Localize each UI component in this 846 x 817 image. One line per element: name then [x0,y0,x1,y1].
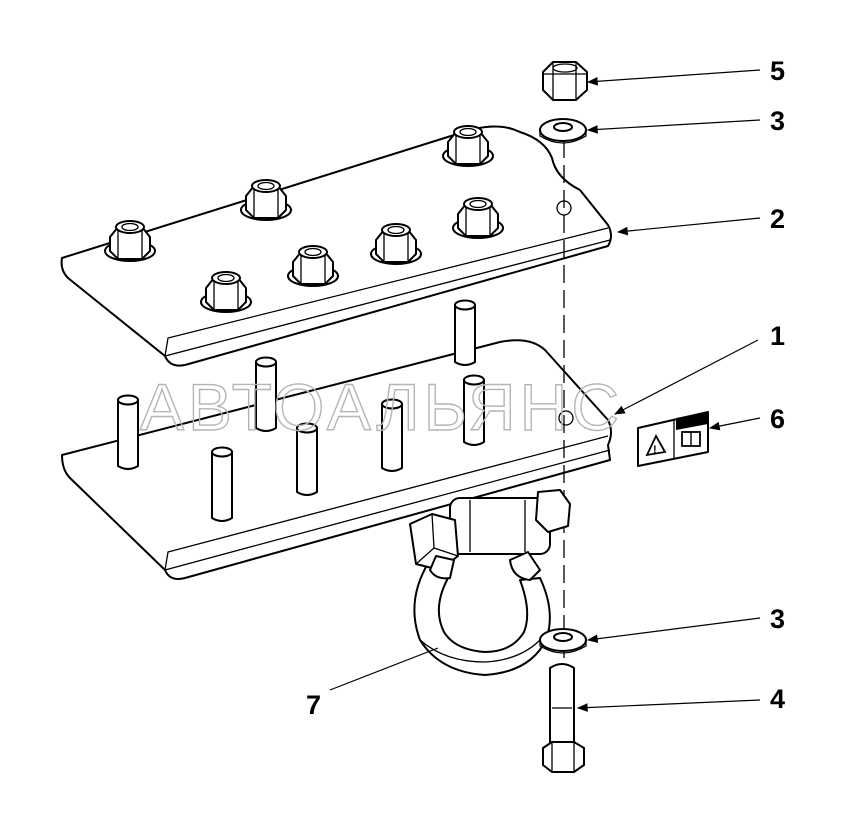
manual-book-icon [681,431,701,447]
leader-1 [614,339,759,415]
stud-pin [296,422,318,496]
stud-pin [381,398,403,472]
stud-pin [463,374,485,446]
stud-pin [255,356,277,432]
top-washer [539,118,587,144]
callout-3-top: 3 [770,106,785,136]
bottom-washer [539,628,587,654]
svg-text:!: ! [653,444,657,456]
flange-nut [370,223,422,265]
flange-nut [287,245,339,287]
shackle [409,489,571,676]
stud-pin [454,299,476,366]
flange-nut [452,197,504,239]
callout-6: 6 [770,404,785,434]
stud-pin [211,446,233,522]
leader-4 [576,699,761,712]
flange-nut [442,125,494,167]
warning-label-sticker: ! [637,411,709,467]
top-nut [542,61,588,101]
callouts: 5 3 2 1 6 3 4 7 [306,56,785,720]
callout-7: 7 [306,690,321,720]
upper-plate-nuts [104,125,504,313]
callout-2: 2 [770,204,785,234]
warning-triangle-icon: ! [645,434,667,457]
lower-plate-pins [117,299,485,522]
upper-plate [60,125,612,367]
bolt [542,663,585,773]
flange-nut [104,220,156,262]
callout-5: 5 [770,56,785,86]
leader-3-top [586,119,761,134]
leader-7 [329,647,439,691]
leader-2 [616,217,761,236]
leader-5 [586,69,761,86]
watermark: АВТОАЛЬЯНС [140,370,623,444]
callout-1: 1 [770,321,785,351]
callout-3-bottom: 3 [770,604,785,634]
leader-3-bottom [586,617,761,644]
flange-nut [200,271,252,313]
stud-pin [117,394,139,470]
leader-6 [708,417,761,431]
flange-nut [240,179,292,221]
callout-4: 4 [770,684,785,714]
